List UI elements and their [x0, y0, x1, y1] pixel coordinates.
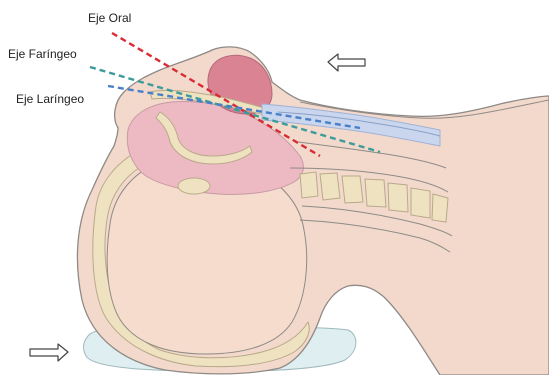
oral-axis-label: Eje Oral	[88, 11, 131, 25]
pharyngeal-axis-label: Eje Faríngeo	[8, 47, 77, 61]
hollow-arrow-right-icon	[30, 344, 68, 361]
hollow-arrow-left-icon	[328, 54, 365, 71]
laryngeal-axis-label: Eje Laríngeo	[16, 92, 84, 106]
hyoid-bone	[178, 178, 210, 194]
